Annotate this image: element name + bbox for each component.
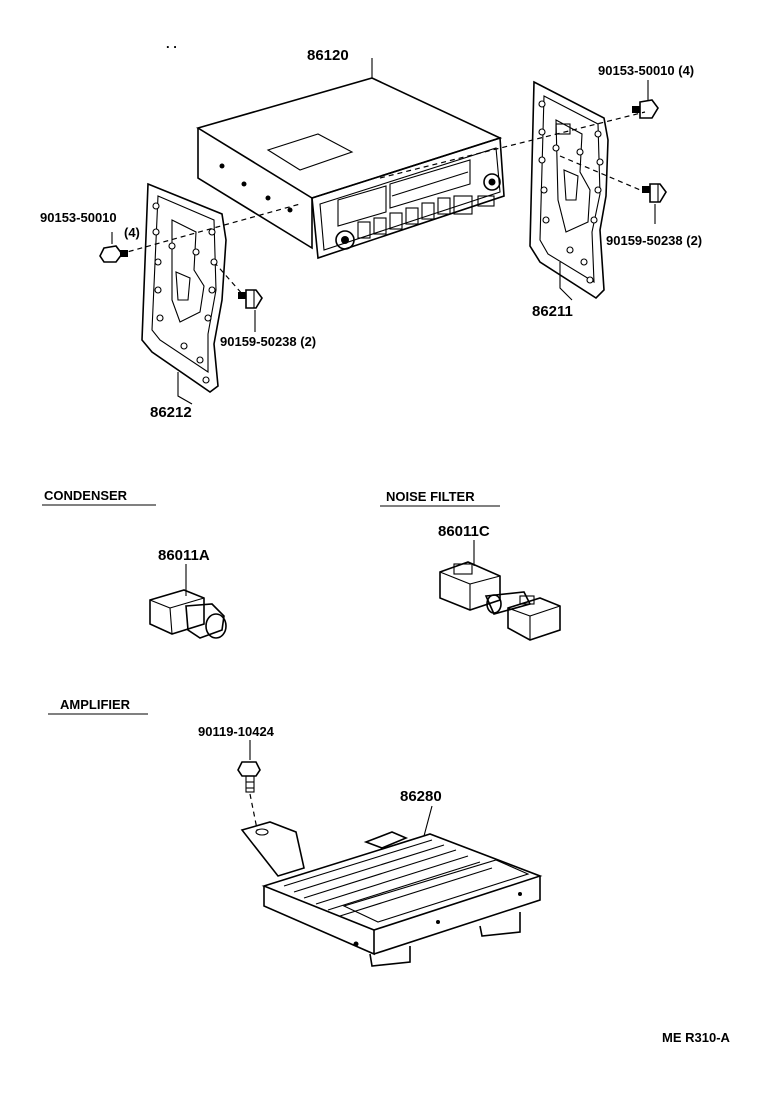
mount-axis-line <box>119 111 646 255</box>
amp-bolt-axis-line <box>249 793 259 835</box>
bracket-left-leader <box>177 372 193 405</box>
condenser-heading: CONDENSER <box>44 488 128 503</box>
bolt-left-icon[interactable] <box>99 245 128 263</box>
bolt-left-qty: (4) <box>124 225 140 240</box>
amplifier-part-number[interactable]: 86280 <box>400 788 442 805</box>
condenser-icon[interactable] <box>149 589 227 639</box>
amp-bolt-icon[interactable] <box>237 761 261 793</box>
screw-right-part-number[interactable]: 90159-50238 (2) <box>606 233 702 248</box>
noise-filter-part-number[interactable]: 86011C <box>438 523 490 540</box>
radio-unit[interactable] <box>196 77 505 260</box>
noise-filter-heading: NOISE FILTER <box>386 489 475 504</box>
bolt-left-part-number[interactable]: 90153-50010 <box>40 210 117 225</box>
bracket-right[interactable] <box>529 80 609 300</box>
amp-bolt-part-number[interactable]: 90119-10424 <box>198 724 275 739</box>
screw-left-part-number[interactable]: 90159-50238 (2) <box>220 334 316 349</box>
screw-right-icon[interactable] <box>642 183 667 203</box>
bracket-right-part-number[interactable]: 86211 <box>532 303 573 320</box>
tuning-knob-icon <box>483 173 501 191</box>
stray-mark: . . <box>166 36 177 51</box>
screw-left-icon[interactable] <box>238 289 263 309</box>
amplifier-icon[interactable] <box>240 821 543 967</box>
reference-code: ME R310-A <box>662 1030 731 1045</box>
screw-axis-line <box>213 155 646 297</box>
bolt-right-icon[interactable] <box>632 99 659 119</box>
preset-buttons <box>357 195 473 239</box>
amplifier-heading: AMPLIFIER <box>60 697 131 712</box>
bolt-right-part-number[interactable]: 90153-50010 (4) <box>598 63 694 78</box>
noise-filter-icon[interactable] <box>439 561 561 641</box>
bracket-right-leader <box>559 262 573 301</box>
condenser-part-number[interactable]: 86011A <box>158 547 210 564</box>
bracket-left[interactable] <box>141 182 227 393</box>
radio-part-number[interactable]: 86120 <box>307 47 349 64</box>
volume-knob-icon <box>335 230 355 250</box>
amplifier-leader <box>423 805 433 837</box>
bracket-left-part-number[interactable]: 86212 <box>150 404 192 421</box>
